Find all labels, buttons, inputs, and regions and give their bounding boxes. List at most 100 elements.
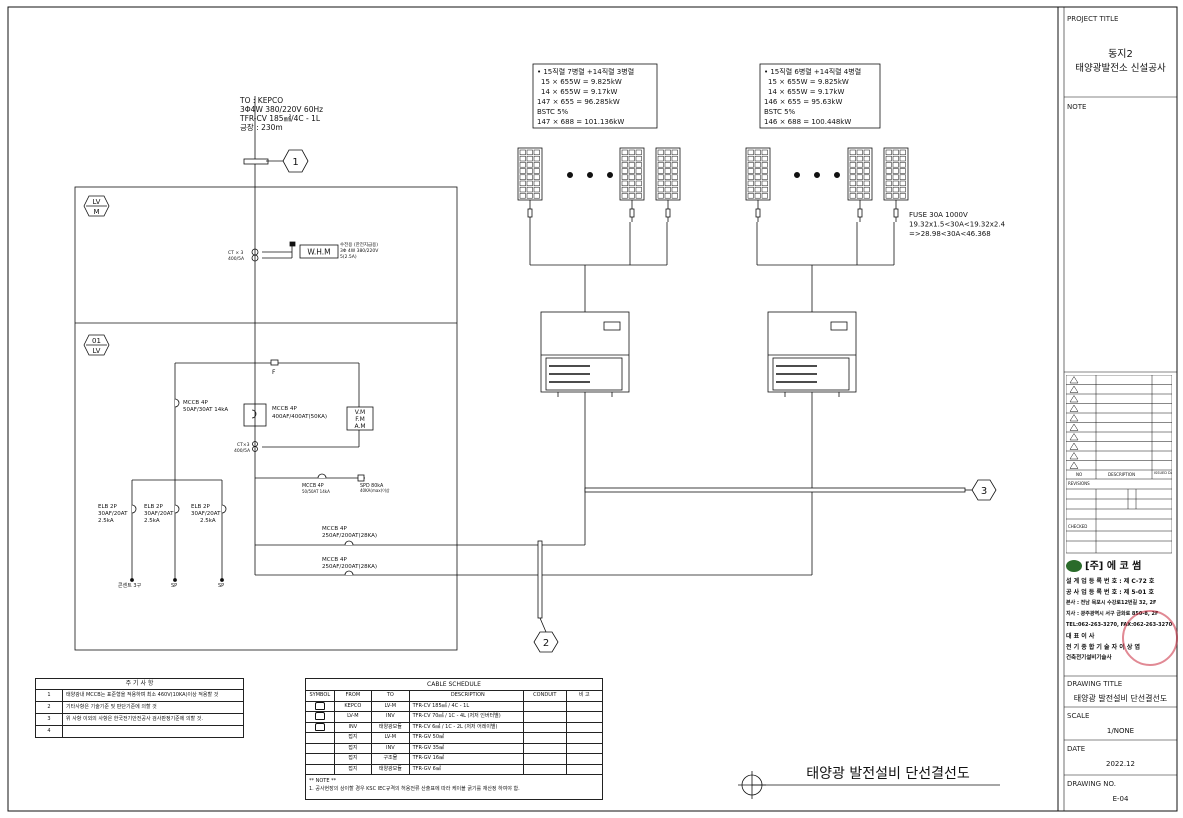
cable-row-to: 구조물: [372, 754, 410, 764]
cable-row-desc: TFR-CV 185㎟ / 4C - 1L: [410, 701, 525, 711]
fm-label: F.M: [355, 416, 365, 423]
meter-ct-rating: 400/5A: [228, 256, 245, 262]
notes-title: 주 기 사 항: [36, 679, 243, 690]
notes-row-text: 위 사항 이외의 사항은 한국전기안전공사 검사판정기준에 의할 것.: [66, 716, 203, 722]
cable-row-from: 접지: [335, 764, 373, 774]
drawing-title: 태양광 발전설비 단선결선도: [806, 766, 970, 782]
elb3-rating: 30AF/20AT: [191, 511, 221, 517]
revision-triangle-icon: [1069, 461, 1079, 469]
fuse-label: F: [272, 369, 276, 376]
spd-mccb-rating: 50/50AT 14kA: [302, 489, 330, 494]
cable-schedule: CABLE SCHEDULE SYMBOL FROM TO DESCRIPTIO…: [305, 678, 603, 800]
notes-row-text: 태양광내 MCCB는 표준형을 적용하며 최소 460V(10KA)이상 적용할…: [66, 692, 219, 698]
project-line1: 동지2: [1108, 49, 1133, 60]
notes-row-text: [63, 726, 66, 737]
company-name: [주] 에 코 썸: [1066, 560, 1174, 572]
cable-header-from: FROM: [335, 691, 373, 701]
cable-row-from: 접지: [335, 733, 373, 743]
company-seal: [1122, 610, 1178, 666]
drawing-border: [7, 6, 1178, 812]
pv-right-line-0: • 15직렬 6병렬 +14직렬 4병렬: [764, 67, 861, 76]
cable-row-conduit: [524, 733, 567, 743]
meter-desc1: 수전용 (한전지급용): [340, 241, 378, 248]
cable-row-remark: [567, 765, 603, 775]
marker-3: [971, 479, 997, 501]
lvm-badge-bottom: M: [93, 208, 99, 216]
main-mccb-rating: 400AF/400AT(50KA): [272, 414, 327, 420]
drawing-title-label: DRAWING TITLE: [1067, 680, 1123, 688]
pentagon-symbol-icon: [314, 701, 325, 710]
cable-row-to: LV-M: [372, 701, 410, 711]
fuse-line-2: =>28.98<30A<46.368: [909, 230, 991, 238]
company-logo-icon: [1066, 560, 1082, 572]
rev-issued-header: ISSUED DATE: [1154, 471, 1172, 475]
cable-row-conduit: [524, 743, 567, 753]
notes-row-num: 3: [36, 714, 63, 725]
cable-header-remark: 비 고: [578, 692, 590, 698]
cable-row-desc: TFR-GV 16㎟: [410, 754, 525, 764]
inverter-right: [767, 311, 857, 397]
cable-row-from: 접지: [335, 754, 373, 764]
cable-row-remark: [567, 702, 603, 712]
cable-row-conduit: [524, 754, 567, 764]
lvm-badge-top: LV: [93, 198, 101, 206]
note-label: NOTE: [1067, 103, 1087, 111]
pv-left-line-1: 15 × 655W = 9.825kW: [541, 78, 622, 86]
drawing-title-value: 태양광 발전설비 단선결선도: [1073, 694, 1168, 703]
cable-row-symbol: [306, 701, 335, 711]
cable-row-desc: TFR-GV 50㎟: [410, 733, 525, 743]
cable-row-symbol: [306, 733, 335, 743]
pv-right-line-2: 14 × 655W = 9.17kW: [768, 88, 844, 96]
cable-row-to: INV: [372, 712, 410, 722]
cable-header-symbol: SYMBOL: [306, 691, 335, 701]
revision-triangle-icon: [1069, 442, 1079, 450]
cable-schedule-title: CABLE SCHEDULE: [306, 679, 602, 691]
cable-row-conduit: [524, 701, 567, 711]
cable-row-symbol: [306, 712, 335, 722]
ellipsis-dot: [814, 171, 821, 178]
cable-row-symbol: [306, 754, 335, 764]
pv-left-line-5: 147 × 688 = 101.136kW: [537, 118, 624, 126]
revision-triangle-icon: [1069, 423, 1079, 431]
cable-row-from: LV-M: [335, 712, 373, 722]
cable-row-symbol: [306, 722, 335, 732]
cable-row-symbol: [306, 743, 335, 753]
cable-row-to: INV: [372, 743, 410, 753]
lvm-panel: [74, 186, 458, 651]
cable-row-remark: [567, 733, 603, 743]
cable-row-remark: [567, 723, 603, 733]
cable-row-from: KEPCO: [335, 701, 373, 711]
marker-1: [282, 149, 309, 173]
cable-header-to: TO: [372, 691, 410, 701]
revision-triangle-icon: [1069, 395, 1079, 403]
source-cable: TFR-CV 185㎟/4C - 1L: [239, 114, 321, 123]
company-line-4: TEL:062-263-3270, FAX:062-263-3270: [1066, 622, 1173, 628]
elb2-ka: 2.5kA: [144, 518, 160, 524]
whm-label: W.H.M: [307, 248, 330, 257]
drawing-no-value: E-04: [1112, 795, 1129, 803]
company-block: [주] 에 코 썸 설 계 업 등 록 번 호 : 제 C-72 호 공 사 업…: [1066, 560, 1178, 666]
source-distance: 긍장 : 230m: [240, 122, 283, 132]
company-line-1: 공 사 업 등 록 번 호 : 제 5-01 호: [1066, 589, 1154, 596]
cable-header-conduit: CONDUIT: [524, 691, 567, 701]
pv-module-string: [619, 147, 645, 222]
revision-triangle-icon: [1069, 414, 1079, 422]
notes-row: 4: [36, 726, 243, 737]
pv-module-string: [745, 147, 771, 222]
revision-triangle-icon: [1069, 376, 1079, 384]
pv-left-line-4: BSTC 5%: [537, 108, 569, 116]
ellipsis-dot: [794, 171, 801, 178]
marker-2-label: 2: [543, 638, 549, 649]
feeder1-label: MCCB 4P: [322, 526, 347, 532]
ellipsis-dot: [834, 171, 841, 178]
main-mccb-label: MCCB 4P: [272, 406, 297, 412]
cable-row-symbol: [306, 764, 335, 774]
cable-row-desc: TFR-GV 6㎟: [410, 764, 525, 774]
company-line-6: 전 기 종 합 기 술 자 이 상 엽: [1066, 644, 1141, 651]
